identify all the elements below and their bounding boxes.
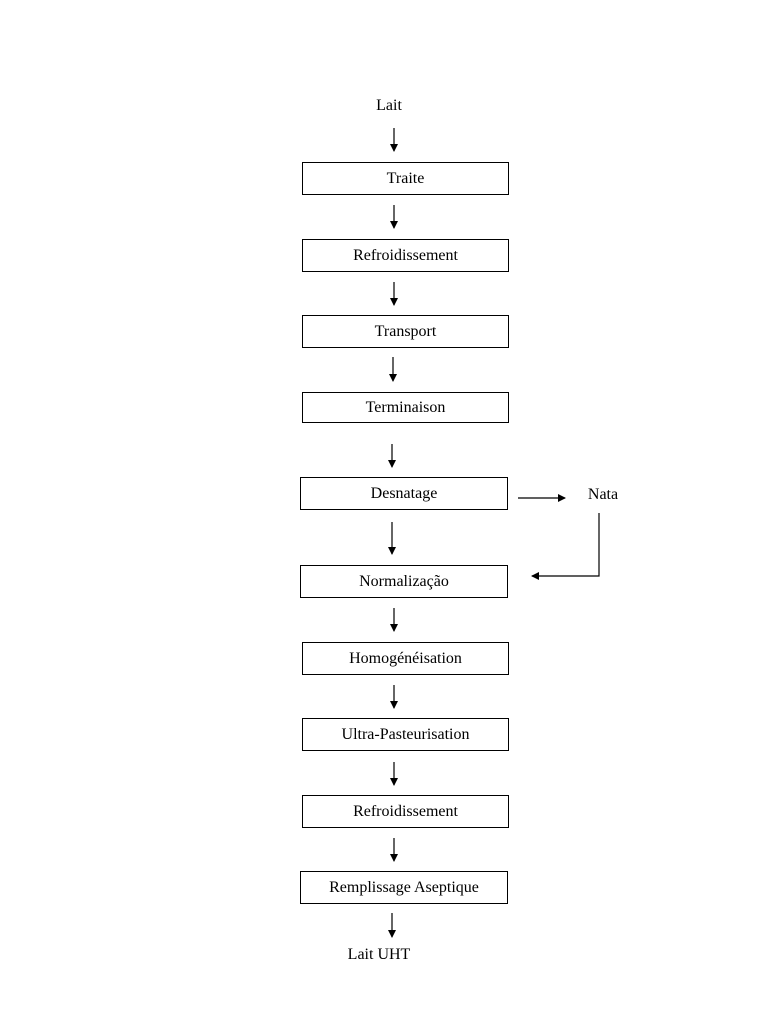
step-label: Desnatage [370,484,438,502]
step-label: Terminaison [365,398,446,416]
start-label: Lait [376,97,402,114]
step-box-refroidissement-1: Refroidissement [302,239,509,272]
step-label: Refroidissement [353,246,458,264]
step-label: Traite [386,169,425,187]
step-box-traite: Traite [302,162,509,195]
step-label: Refroidissement [353,802,458,820]
step-box-ultra-pasteurisation: Ultra-Pasteurisation [302,718,509,751]
step-box-homogeneisation: Homogénéisation [302,642,509,675]
step-box-refroidissement-2: Refroidissement [302,795,509,828]
step-box-remplissage-aseptique: Remplissage Aseptique [300,871,508,904]
step-label: Homogénéisation [349,649,462,667]
step-box-normalizacao: Normalização [300,565,508,598]
step-label: Remplissage Aseptique [329,878,479,896]
step-box-terminaison: Terminaison [302,392,509,423]
step-box-transport: Transport [302,315,509,348]
arrow-nata-to-normalizacao [531,513,600,580]
step-label: Ultra-Pasteurisation [341,725,470,743]
step-box-desnatage: Desnatage [300,477,508,510]
end-label: Lait UHT [347,946,411,963]
step-label: Normalização [359,572,449,590]
step-label: Transport [374,322,437,340]
side-label-nata: Nata [587,486,619,503]
